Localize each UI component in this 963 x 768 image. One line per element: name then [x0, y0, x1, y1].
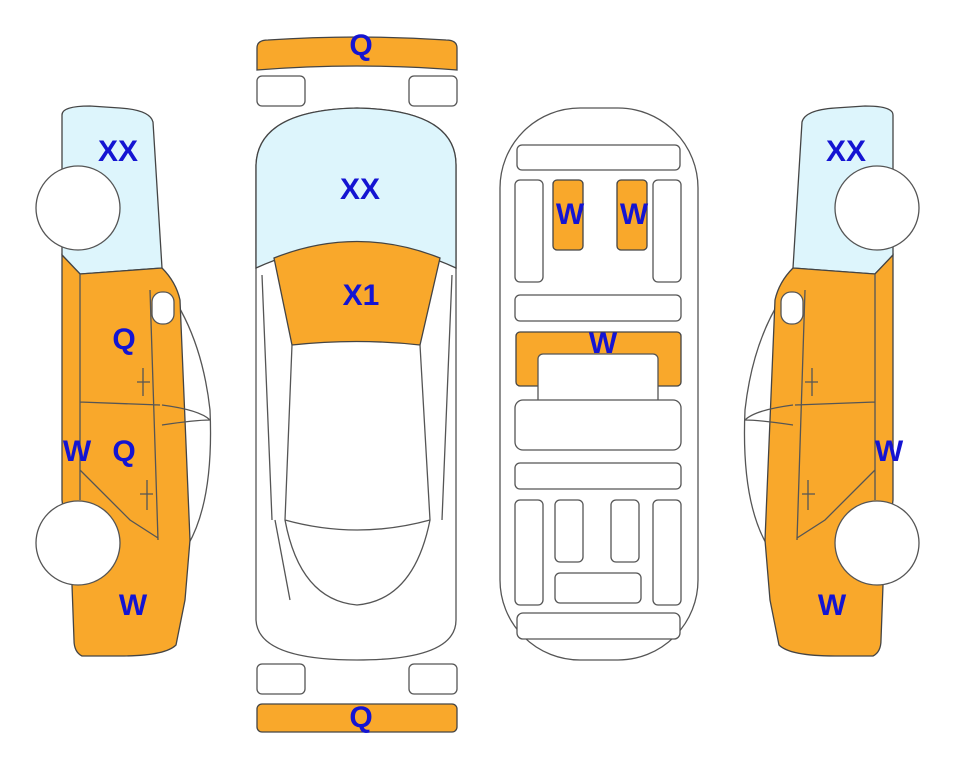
- underside-left-panel[interactable]: [552, 179, 584, 251]
- front-wheel: [35, 165, 121, 251]
- front-bumper[interactable]: [256, 36, 458, 71]
- label-left-front-glass: XX: [97, 135, 139, 168]
- windshield[interactable]: [273, 240, 441, 346]
- top-view: [255, 36, 458, 733]
- rear-bumper[interactable]: [256, 703, 458, 733]
- label-underside-center: W: [588, 327, 618, 360]
- left-side-view: [35, 105, 212, 657]
- label-underside-left: W: [555, 198, 585, 231]
- label-left-front-door: Q: [112, 323, 136, 356]
- label-front-bumper: Q: [349, 29, 373, 62]
- label-underside-right: W: [619, 198, 649, 231]
- rear-wheel: [35, 500, 121, 586]
- right-side-view: [743, 105, 920, 657]
- underside-view: [499, 107, 699, 661]
- label-right-sill: W: [874, 435, 904, 468]
- label-hood: XX: [339, 173, 381, 206]
- label-left-rear-quarter: W: [118, 589, 148, 622]
- label-windshield: X1: [342, 279, 380, 312]
- underside-right-panel[interactable]: [616, 179, 648, 251]
- label-left-sill: W: [62, 435, 92, 468]
- label-right-rear-quarter: W: [817, 589, 847, 622]
- label-rear-bumper: Q: [349, 701, 373, 734]
- label-right-front-glass: XX: [825, 135, 867, 168]
- label-left-rear-door: Q: [112, 435, 136, 468]
